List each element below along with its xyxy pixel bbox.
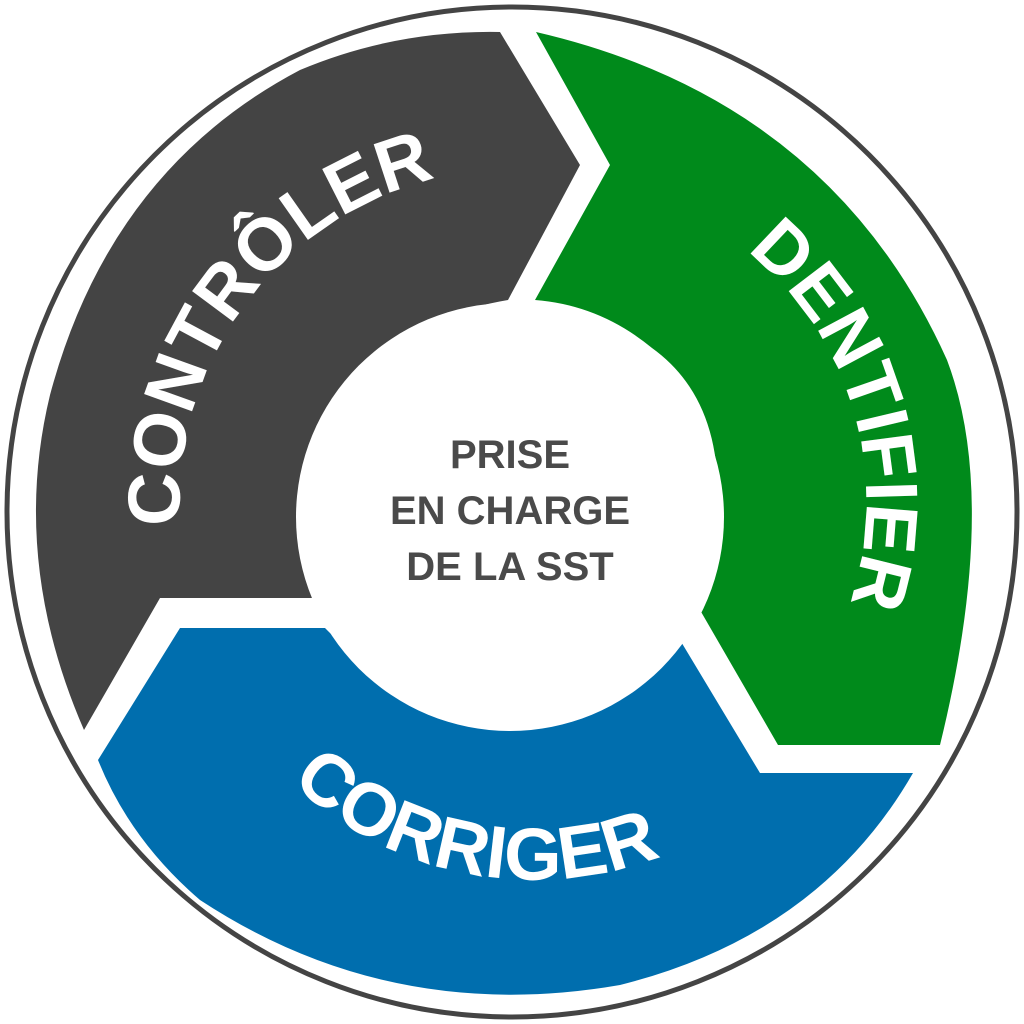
controler-segment — [35, 31, 581, 730]
center-title-line-1: PRISE — [450, 433, 570, 477]
corriger-segment — [98, 628, 913, 995]
center-title-line-2: EN CHARGE — [390, 489, 630, 533]
center-circle — [296, 303, 724, 731]
identifier-segment — [535, 32, 972, 745]
center-title-line-3: DE LA SST — [406, 545, 613, 589]
